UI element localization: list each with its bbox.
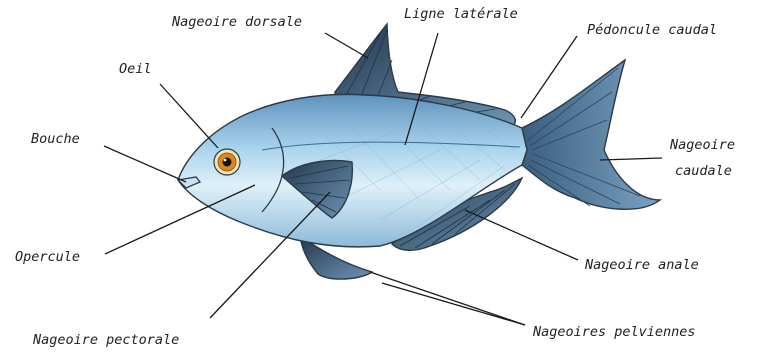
label-eye: Oeil [119, 61, 152, 77]
label-caudal-fin-line2: caudale [675, 163, 732, 179]
leader-eye [160, 84, 218, 148]
leader-dorsal [325, 33, 368, 58]
label-anal-fin: Nageoire anale [584, 257, 699, 273]
leader-caudal [600, 158, 662, 160]
caudal-fin-shape [522, 60, 660, 209]
label-pectoral-fin: Nageoire pectorale [32, 332, 179, 348]
leader-pelvic-a [370, 272, 525, 325]
leader-pelvic-b [382, 283, 525, 325]
eye [214, 149, 240, 175]
leader-anal [465, 210, 578, 260]
label-caudal-fin-line1: Nageoire [669, 137, 735, 153]
label-mouth: Bouche [31, 131, 80, 147]
label-pelvic-fins: Nageoires pelviennes [532, 324, 696, 340]
leader-mouth [104, 146, 186, 182]
label-caudal-peduncle: Pédoncule caudal [587, 22, 717, 38]
label-operculum: Opercule [15, 249, 80, 265]
label-lateral-line: Ligne latérale [404, 6, 518, 22]
label-dorsal-fin: Nageoire dorsale [171, 14, 302, 30]
